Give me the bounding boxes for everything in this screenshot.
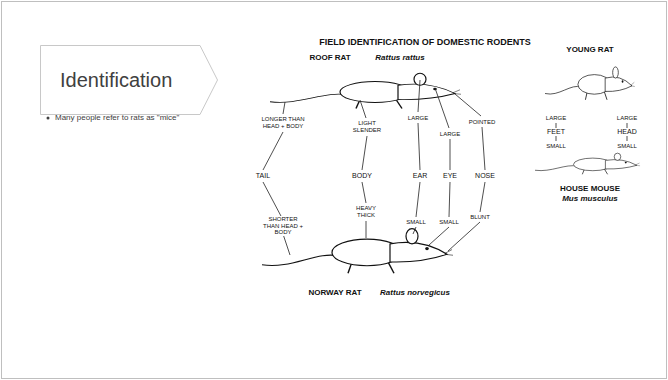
bullet-note: Many people refer to rats as "mice" xyxy=(54,113,181,123)
latin-name: Rattus norvegicus xyxy=(379,289,451,298)
trait-name: HEAD xyxy=(616,128,637,136)
leader-lines xyxy=(263,80,627,255)
trait-value: LIGHT SLENDER xyxy=(351,120,383,133)
trait-value: LONGER THAN HEAD + BODY xyxy=(259,116,307,129)
slide-heading: Identification xyxy=(40,45,218,92)
roof-rat-figure xyxy=(270,73,461,108)
trait-value: HEAVY THICK xyxy=(350,205,382,218)
young-rat-figure xyxy=(545,67,635,100)
trait-value: LARGE xyxy=(439,131,461,138)
title-chevron: Identification xyxy=(40,45,218,115)
trait-name: EAR xyxy=(412,172,428,180)
species-name: NORWAY RAT xyxy=(307,289,362,298)
trait-name: TAIL xyxy=(255,172,271,180)
trait-value: SMALL xyxy=(405,219,427,226)
trait-value: LARGE xyxy=(407,115,429,122)
trait-name: NOSE xyxy=(474,172,496,180)
trait-name: FEET xyxy=(546,128,566,136)
latin-name: Rattus rattus xyxy=(374,54,425,63)
bullet-dot xyxy=(47,117,50,120)
latin-name: Mus musculus xyxy=(561,195,619,204)
trait-value: SHORTER THAN HEAD + BODY xyxy=(259,216,307,236)
trait-value: LARGE xyxy=(545,115,567,122)
trait-value: SMALL xyxy=(616,143,638,150)
trait-name: EYE xyxy=(442,172,458,180)
figure-title: FIELD IDENTIFICATION OF DOMESTIC RODENTS xyxy=(319,37,530,47)
house-mouse-figure xyxy=(535,153,640,174)
trait-value: LARGE xyxy=(616,115,638,122)
species-name: HOUSE MOUSE xyxy=(559,185,621,194)
trait-value: SMALL xyxy=(438,219,460,226)
species-name: YOUNG RAT xyxy=(565,46,614,55)
trait-name: BODY xyxy=(351,172,373,180)
trait-value: SMALL xyxy=(545,143,567,150)
trait-value: POINTED xyxy=(468,119,497,126)
species-name: ROOF RAT xyxy=(308,54,351,63)
trait-value: BLUNT xyxy=(469,214,491,221)
